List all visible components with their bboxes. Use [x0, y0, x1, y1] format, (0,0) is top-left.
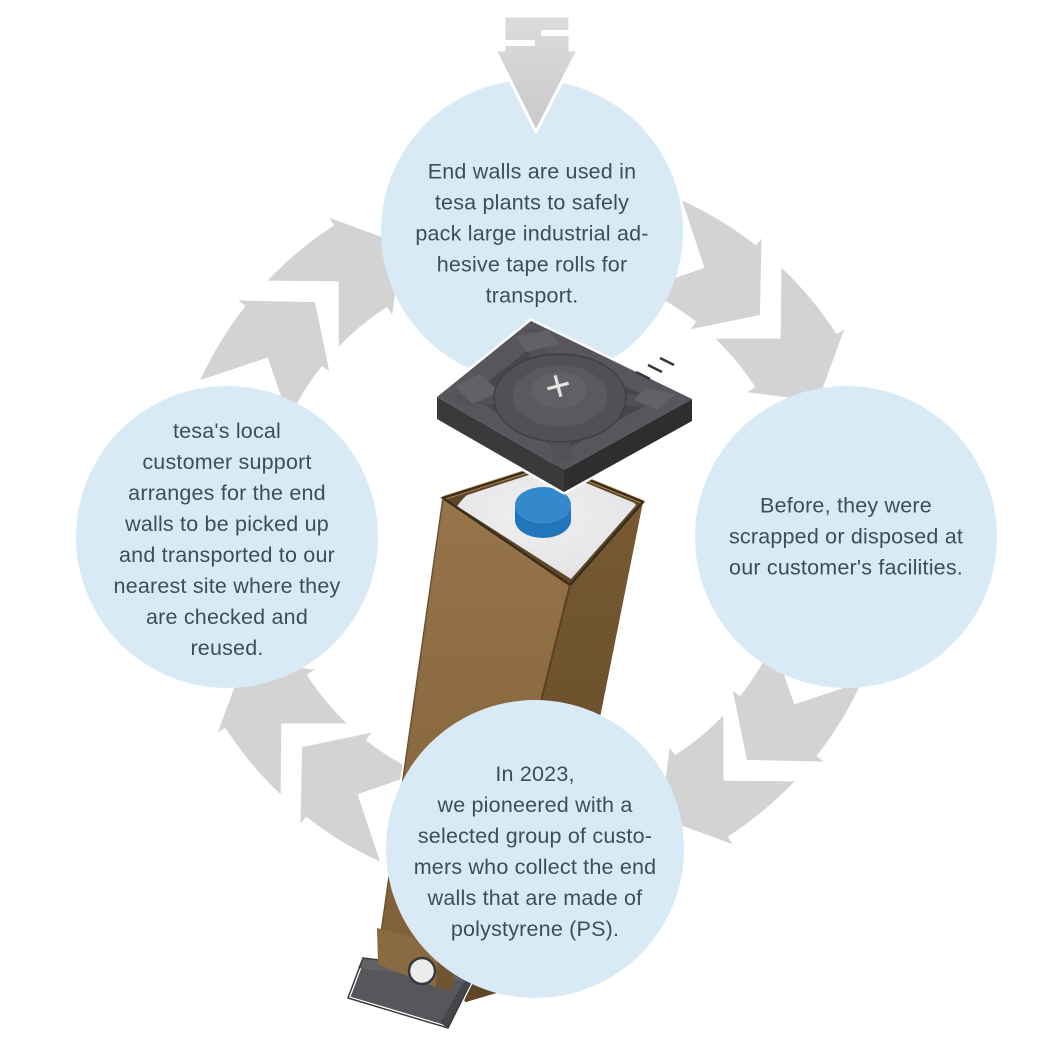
start-arrow — [493, 14, 580, 134]
end-wall-dome — [493, 353, 627, 443]
cycle-step-text-right: Before, they were scrapped or disposed a… — [728, 493, 964, 580]
plus-mark — [546, 374, 570, 398]
cycle-circle-top — [381, 80, 683, 382]
cycle-step-text-top: End walls are used in tesa plants to saf… — [415, 159, 649, 308]
end-wall-ribs — [635, 356, 675, 381]
cycle-arrow-ne-2 — [710, 262, 849, 405]
cycle-step-text-bottom: In 2023, we pioneered with a selected gr… — [413, 762, 657, 941]
end-wall-bottom — [346, 928, 478, 1030]
cycle-circle-left — [76, 386, 378, 688]
start-arrow-notch-right — [541, 30, 572, 36]
cycle-circle-right — [695, 386, 997, 688]
cycle-circle-bottom — [386, 700, 684, 998]
end-wall-top — [434, 318, 695, 495]
cycle-step-text-left: tesa's local customer support arranges f… — [113, 419, 341, 660]
roll-core-blue — [515, 487, 571, 538]
start-arrow-notch-left — [502, 40, 535, 46]
box-rim-edge — [440, 462, 646, 587]
end-wall-notch — [407, 956, 437, 986]
